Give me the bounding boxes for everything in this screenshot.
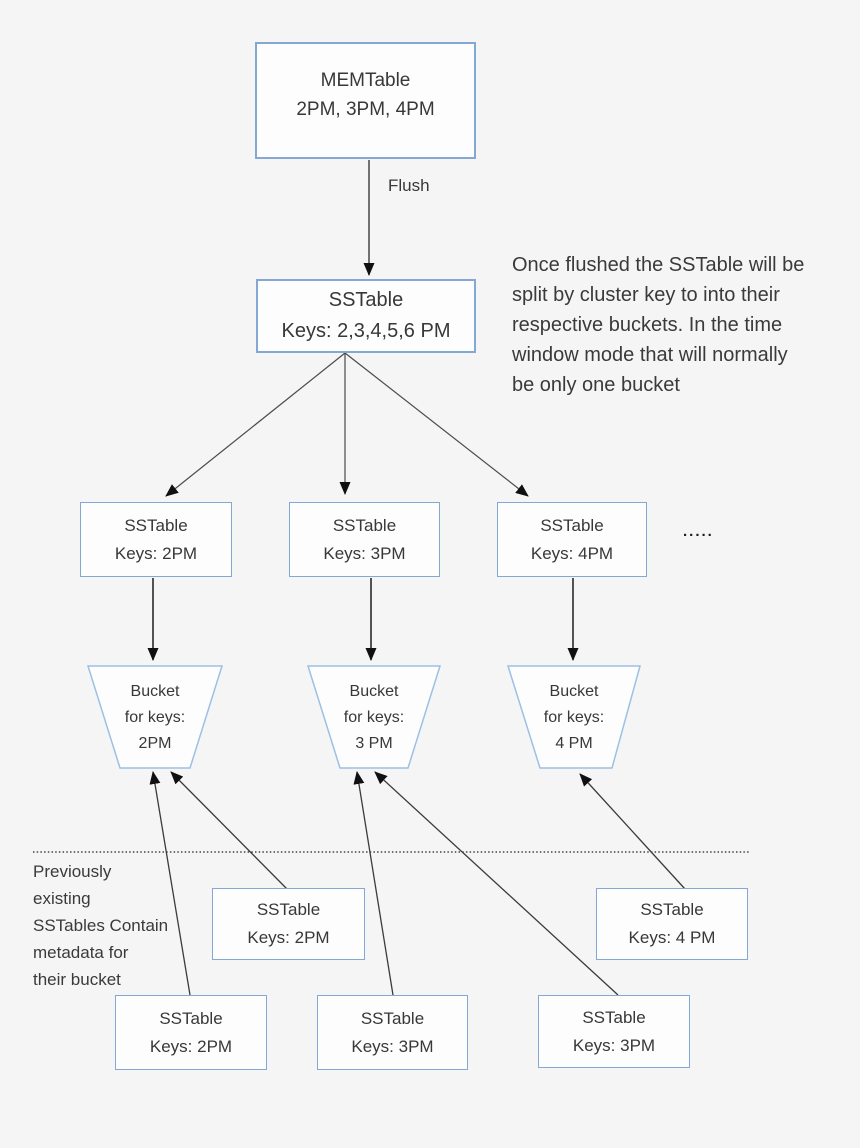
existing-sstable-2pm-box: SSTable Keys: 2PM <box>212 888 365 960</box>
split-arrow-left <box>165 352 346 497</box>
existing-sstable-2pm-title: SSTable <box>256 900 321 919</box>
bucket-shape-2pm <box>86 665 224 769</box>
sstable-3pm-keys: Keys: 3PM <box>323 543 406 563</box>
existing-arrow-bottom2pm-to-bucket2pm <box>149 771 191 996</box>
existing-sstable-2pm-bottom-box: SSTable Keys: 2PM <box>115 995 267 1070</box>
existing-arrow-mid2pm-to-bucket2pm <box>170 771 288 890</box>
existing-sstable-3pm-bottom2-title: SSTable <box>582 1007 646 1027</box>
sstable-4pm-keys: Keys: 4PM <box>530 543 614 563</box>
sstable-main-title: SSTable <box>328 289 404 311</box>
note-flush-split: Once flushed the SSTable will be split b… <box>512 254 805 396</box>
sstable-3pm-box: SSTable Keys: 3PM <box>289 502 440 577</box>
existing-sstable-2pm-keys: Keys: 2PM <box>247 928 330 947</box>
note-previously-existing: Previously existing SSTables Contain met… <box>33 862 169 989</box>
existing-sstable-3pm-bottom-title: SSTable <box>360 1008 425 1028</box>
sstable-2pm-keys: Keys: 2PM <box>114 543 198 563</box>
existing-arrow-mid4pm-to-bucket4pm <box>579 773 686 890</box>
sstable-2pm-box: SSTable Keys: 2PM <box>80 502 232 577</box>
sstable-3pm-title: SSTable <box>332 515 397 535</box>
memtable-box: MEMTable 2PM, 3PM, 4PM <box>255 42 476 159</box>
sstable-main-box: SSTable Keys: 2,3,4,5,6 PM <box>256 279 476 353</box>
sstable-4pm-box: SSTable Keys: 4PM <box>497 502 647 577</box>
sstable-2pm-title: SSTable <box>124 515 188 535</box>
existing-sstable-4pm-box: SSTable Keys: 4 PM <box>596 888 748 960</box>
more-buckets-ellipsis: ..... <box>683 523 714 540</box>
existing-sstable-3pm-bottom2-keys: Keys: 3PM <box>572 1035 656 1055</box>
sstable-4pm-title: SSTable <box>540 515 604 535</box>
existing-sstable-3pm-bottom2-box: SSTable Keys: 3PM <box>538 995 690 1068</box>
split-arrow-right <box>344 352 529 497</box>
sstable-main-subtitle: Keys: 2,3,4,5,6 PM <box>281 320 451 342</box>
flush-label: Flush <box>388 176 430 195</box>
bucket-shape-4pm <box>506 665 641 769</box>
bucket-shape-3pm <box>306 665 442 769</box>
existing-sstable-4pm-title: SSTable <box>640 900 704 919</box>
existing-sstable-2pm-bottom-title: SSTable <box>159 1008 223 1028</box>
existing-arrow-bottom3pm2-to-bucket3pm <box>374 771 619 996</box>
existing-sstable-2pm-bottom-keys: Keys: 2PM <box>149 1036 233 1056</box>
existing-sstable-3pm-bottom-keys: Keys: 3PM <box>351 1036 434 1056</box>
existing-arrow-bottom3pm-to-bucket3pm <box>353 771 394 996</box>
existing-sstable-4pm-keys: Keys: 4 PM <box>628 928 716 947</box>
memtable-subtitle: 2PM, 3PM, 4PM <box>296 99 435 120</box>
existing-sstable-3pm-bottom-box: SSTable Keys: 3PM <box>317 995 468 1070</box>
memtable-title: MEMTable <box>320 70 411 91</box>
